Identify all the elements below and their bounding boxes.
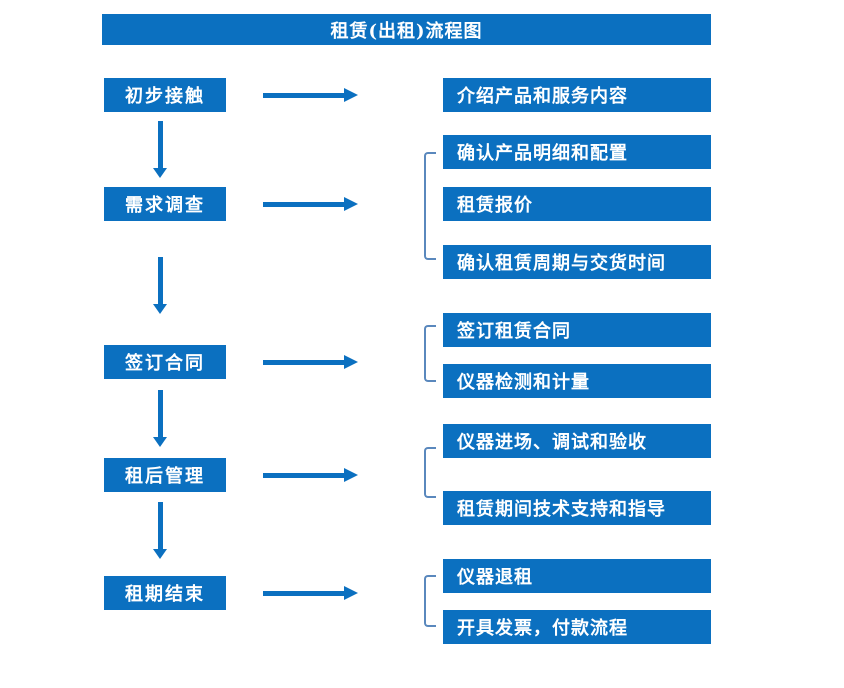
output-box: 开具发票，付款流程 (443, 610, 711, 644)
arrow-stem (157, 121, 163, 169)
arrow-stem (263, 473, 345, 478)
group-bracket (424, 152, 436, 260)
group-bracket (424, 447, 436, 498)
arrow-stem (157, 257, 163, 305)
output-box: 确认产品明细和配置 (443, 135, 711, 169)
arrow-head (344, 197, 358, 211)
down-arrow-icon (153, 257, 167, 314)
output-box: 租赁报价 (443, 187, 711, 221)
arrow-head (344, 355, 358, 369)
output-box: 确认租赁周期与交货时间 (443, 245, 711, 279)
output-box: 租赁期间技术支持和指导 (443, 491, 711, 525)
stage-box-post-rental-management: 租后管理 (104, 458, 226, 492)
arrow-head (344, 468, 358, 482)
right-arrow-icon (263, 88, 358, 102)
arrow-head (153, 168, 167, 178)
stage-box-sign-contract: 签订合同 (104, 345, 226, 379)
output-box: 仪器进场、调试和验收 (443, 424, 711, 458)
right-arrow-icon (263, 355, 358, 369)
arrow-head (153, 304, 167, 314)
right-arrow-icon (263, 468, 358, 482)
down-arrow-icon (153, 121, 167, 178)
arrow-stem (157, 390, 163, 438)
group-bracket (424, 575, 436, 627)
down-arrow-icon (153, 502, 167, 559)
output-box: 仪器检测和计量 (443, 364, 711, 398)
arrow-head (344, 586, 358, 600)
arrow-stem (263, 360, 345, 365)
stage-box-needs-survey: 需求调查 (104, 187, 226, 221)
output-box: 签订租赁合同 (443, 313, 711, 347)
arrow-stem (263, 93, 345, 98)
arrow-head (344, 88, 358, 102)
right-arrow-icon (263, 197, 358, 211)
output-box: 介绍产品和服务内容 (443, 78, 711, 112)
down-arrow-icon (153, 390, 167, 447)
arrow-stem (263, 591, 345, 596)
stage-box-rental-end: 租期结束 (104, 576, 226, 610)
arrow-head (153, 549, 167, 559)
right-arrow-icon (263, 586, 358, 600)
arrow-stem (157, 502, 163, 550)
stage-box-initial-contact: 初步接触 (104, 78, 226, 112)
arrow-head (153, 437, 167, 447)
output-box: 仪器退租 (443, 559, 711, 593)
arrow-stem (263, 202, 345, 207)
group-bracket (424, 325, 436, 382)
flowchart-title: 租赁(出租)流程图 (102, 14, 711, 45)
